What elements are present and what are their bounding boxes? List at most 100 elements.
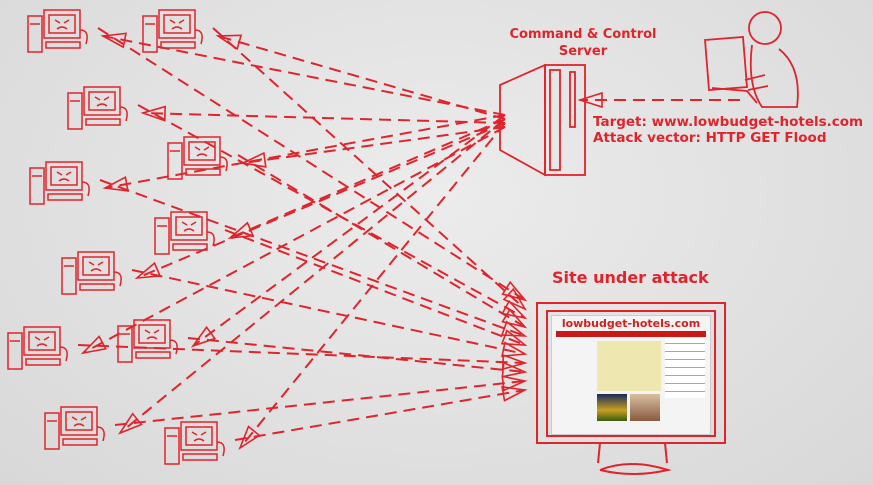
attack-arrow-arrowhead (501, 361, 528, 378)
command-arrow (229, 118, 506, 239)
attack-arrow (212, 27, 526, 310)
pc-keyboard (25, 358, 61, 366)
pc-keyboard (47, 193, 83, 201)
bot-computer-icon (27, 9, 88, 53)
pc-monitor (43, 9, 81, 39)
pc-monitor (77, 251, 115, 281)
pc-tower (142, 15, 158, 53)
command-arrow (104, 114, 506, 189)
devil-face-icon (194, 146, 210, 157)
devil-face-icon (56, 171, 72, 182)
pc-tower (167, 142, 183, 180)
pc-cable (113, 271, 122, 287)
bot-computer-icon (7, 326, 68, 370)
target-text: Target: www.lowbudget-hotels.com (593, 114, 864, 130)
pc-cable (119, 106, 128, 122)
laptop-icon (704, 36, 758, 104)
devil-face-icon (181, 221, 197, 232)
pc-keyboard (182, 453, 218, 461)
attack-arrow-arrowhead (501, 341, 528, 358)
pc-keyboard (85, 118, 121, 126)
command-arrow-arrowhead (134, 261, 162, 280)
pc-screen (188, 141, 216, 161)
pc-cable (169, 339, 178, 355)
attack-vector-text: Attack vector: HTTP GET Flood (593, 130, 827, 146)
pc-screen (163, 14, 191, 34)
attack-arrow (114, 380, 526, 426)
monitor-frame (536, 302, 726, 444)
monitor-icon (536, 302, 726, 475)
attack-arrow-arrowhead (501, 385, 528, 402)
pc-screen (185, 426, 213, 446)
command-arrow (136, 122, 506, 279)
pc-screen (65, 411, 93, 431)
pc-screen (28, 331, 56, 351)
pc-screen (50, 166, 78, 186)
command-arrow (217, 35, 506, 120)
command-arrow-arrowhead (238, 425, 261, 451)
attack-arrow-arrowhead (502, 287, 527, 311)
pc-monitor (23, 326, 61, 356)
pc-cable (59, 346, 68, 362)
attack-arrow-arrowhead (501, 353, 528, 371)
command-arrow (102, 35, 506, 116)
pc-cable (216, 441, 225, 457)
command-arrow (119, 118, 506, 434)
pc-keyboard (45, 41, 81, 49)
pc-tower (164, 427, 180, 465)
pc-cable (79, 29, 88, 45)
devil-face-icon (88, 261, 104, 272)
pc-tower (27, 15, 43, 53)
hacker-command-arrow-arrowhead (577, 91, 603, 109)
bot-computer-icon (164, 421, 225, 465)
pc-monitor (158, 9, 196, 39)
bot-computer-icon (167, 136, 228, 180)
monitor-stand (597, 442, 672, 475)
pc-keyboard (172, 243, 208, 251)
pc-tower (44, 412, 60, 450)
attack-arrow-arrowhead (501, 280, 528, 302)
cc-label-line2: Server (558, 44, 608, 59)
devil-face-icon (71, 416, 87, 427)
devil-face-icon (191, 431, 207, 442)
hacker-hands (744, 74, 769, 91)
pc-tower (154, 217, 170, 255)
pc-tower (67, 92, 83, 130)
pc-keyboard (160, 41, 196, 49)
pc-keyboard (185, 168, 221, 176)
attack-arrow (224, 229, 526, 346)
pc-monitor (45, 161, 83, 191)
pc-cable (206, 231, 215, 247)
site-name: lowbudget-hotels.com (561, 317, 701, 330)
pc-monitor (60, 406, 98, 436)
pc-monitor (83, 86, 121, 116)
command-arrow-arrowhead (102, 175, 129, 192)
pc-cable (81, 181, 90, 197)
pc-keyboard (79, 283, 115, 291)
pc-tower (117, 325, 133, 363)
attack-arrow-arrowhead (501, 299, 528, 320)
bot-computer-icon (154, 211, 215, 255)
site-under-attack-label: Site under attack (552, 268, 709, 287)
devil-face-icon (34, 336, 50, 347)
pc-screen (82, 256, 110, 276)
cc-server-icon (499, 63, 586, 177)
devil-face-icon (54, 19, 70, 30)
command-arrow-arrowhead (140, 105, 167, 122)
command-arrow (239, 122, 506, 449)
attack-arrow (131, 269, 526, 355)
attack-arrow (234, 389, 526, 441)
pc-monitor (170, 211, 208, 241)
attack-arrow (77, 344, 526, 364)
devil-face-icon (144, 329, 160, 340)
pc-screen (88, 91, 116, 111)
pc-monitor (183, 136, 221, 166)
command-arrow (242, 126, 506, 164)
server-front (544, 64, 586, 176)
site-image-1 (597, 394, 627, 421)
bot-computer-icon (117, 319, 178, 363)
pc-tower (61, 257, 77, 295)
